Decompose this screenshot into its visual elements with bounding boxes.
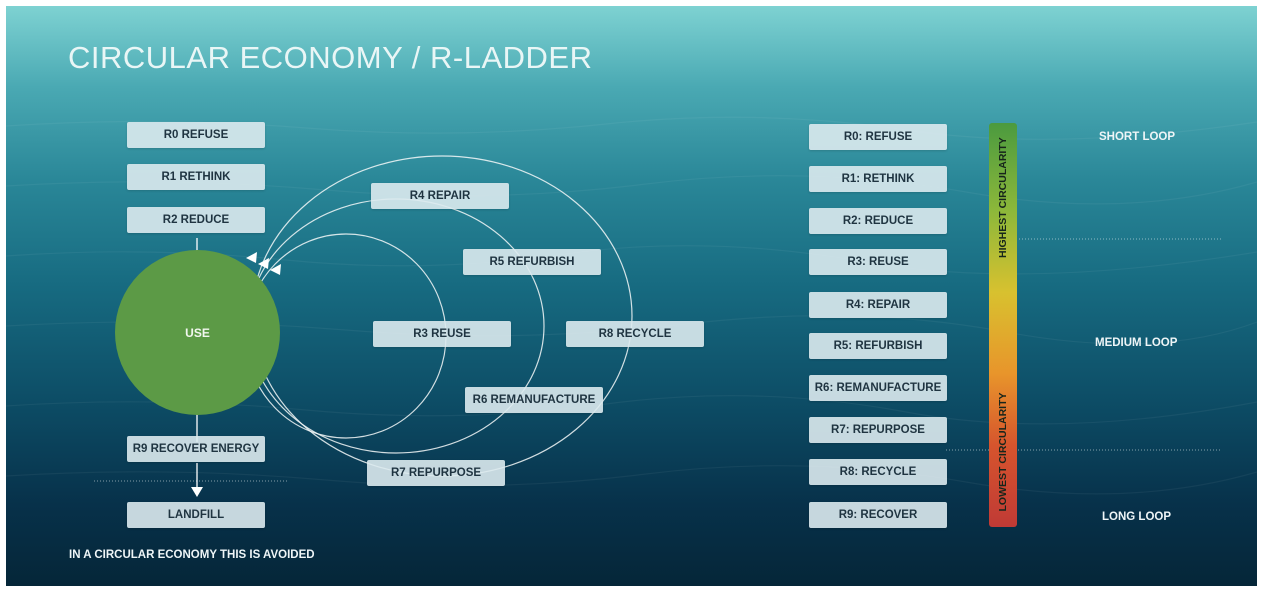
use-label: USE [185,325,210,340]
circularity-gradient-bar [989,123,1017,527]
reuse-loop-box: R3 REUSE [373,321,511,347]
ladder-item-r2: R2: REDUCE [809,208,947,234]
ladder-item-r9: R9: RECOVER [809,502,947,528]
repurpose-loop-box: R7 REPURPOSE [367,460,505,486]
rethink-box: R1 RETHINK [127,164,265,190]
landfill-box: LANDFILL [127,502,265,528]
refurbish-loop-box: R5 REFURBISH [463,249,601,275]
refuse-box: R0 REFUSE [127,122,265,148]
lowest-circularity-label: LOWEST CIRCULARITY [997,392,1009,512]
page-title: CIRCULAR ECONOMY / R-LADDER [68,40,593,75]
ladder-item-r4: R4: REPAIR [809,292,947,318]
ladder-item-r6: R6: REMANUFACTURE [809,375,947,401]
recover-energy-box: R9 RECOVER ENERGY [127,436,265,462]
remanufacture-loop-box: R6 REMANUFACTURE [465,387,603,413]
long-loop-label: LONG LOOP [1102,511,1171,523]
ladder-item-r8: R8: RECYCLE [809,459,947,485]
ladder-item-r1: R1: RETHINK [809,166,947,192]
highest-circularity-label: HIGHEST CIRCULARITY [997,137,1009,258]
avoided-note: IN A CIRCULAR ECONOMY THIS IS AVOIDED [69,549,315,561]
ladder-item-r0: R0: REFUSE [809,124,947,150]
use-circle [115,250,280,415]
ladder-item-r7: R7: REPURPOSE [809,417,947,443]
infographic-frame: CIRCULAR ECONOMY / R-LADDER R0 REFUSE R1… [6,6,1257,586]
ladder-item-r3: R3: REUSE [809,249,947,275]
ladder-item-r5: R5: REFURBISH [809,333,947,359]
short-loop-label: SHORT LOOP [1099,131,1176,143]
recycle-loop-box: R8 RECYCLE [566,321,704,347]
medium-loop-label: MEDIUM LOOP [1095,337,1178,349]
reduce-box: R2 REDUCE [127,207,265,233]
repair-loop-box: R4 REPAIR [371,183,509,209]
